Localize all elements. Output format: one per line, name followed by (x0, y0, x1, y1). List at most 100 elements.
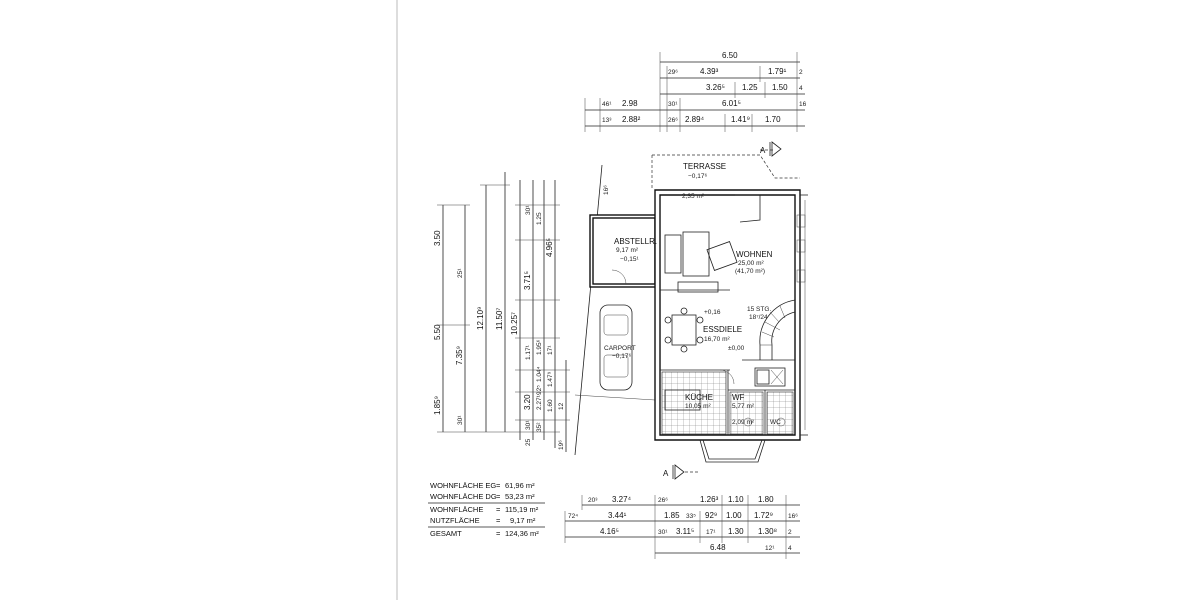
dim-left-c7-e: 1.25 (536, 212, 543, 225)
dim-left-c6-e: 30¹ (525, 205, 532, 215)
dim-left-c5: 10.25⁷ (510, 312, 519, 335)
dim-top-r5-d: 2.89⁴ (685, 115, 705, 124)
room-wf-area: 5,77 m² (732, 403, 755, 410)
room-wohnen-area: 25,00 m² (738, 260, 764, 267)
room-carport-level: −0,17⁶ (612, 353, 631, 360)
room-labels: TERRASSE −0,17⁶ 2,35 m² ABSTELLR. 9,17 m… (604, 162, 781, 426)
dim-bot-r2-e: 92⁹ (705, 511, 717, 520)
dim-bot-r3-d: 17¹ (706, 529, 716, 536)
room-wohnen-area2: (41,70 m²) (735, 268, 765, 275)
dim-left-c7-b: 2.27¹ (536, 394, 543, 410)
dim-top-r3-b: 1.25 (742, 83, 758, 92)
legend-row-3-eq: = (496, 516, 501, 525)
dim-bot-r1-b: 3.27⁴ (612, 495, 632, 504)
section-mark-top-label: A (760, 146, 766, 155)
dim-left-c1-a: 1.85⁹ (433, 396, 442, 415)
room-carport-name: CARPORT (604, 345, 636, 352)
legend-row-2-label: WOHNFLÄCHE (430, 505, 483, 514)
section-mark-bottom: A (663, 464, 700, 480)
room-terrasse-name: TERRASSE (683, 162, 726, 171)
dim-bot-r1-d: 1.26³ (700, 495, 719, 504)
dim-bot-r3-e: 1.30 (728, 527, 744, 536)
legend-row-1-eq: = (496, 492, 501, 501)
dim-top-r2-d: 2 (799, 69, 803, 76)
room-abstell-area: 9,17 m² (616, 247, 639, 254)
furniture (599, 214, 806, 435)
legend-row-3-value: 9,17 m² (510, 516, 536, 525)
section-mark-top: A (760, 141, 782, 157)
dim-top-r5-b: 2.88² (622, 115, 641, 124)
legend-row-4-value: 124,36 m² (505, 529, 539, 538)
dim-bot-r2-b: 3.44¹ (608, 511, 627, 520)
stair-ratio-label: 18⁷/24 (749, 314, 768, 321)
dim-bot-r2-h: 16⁶ (788, 513, 798, 520)
room-kueche-name: KÜCHE (685, 393, 713, 402)
room-wc-name: WC (770, 419, 781, 426)
dim-top-r2-c: 1.79¹ (768, 67, 787, 76)
room-abstell-level: −0,15¹ (620, 256, 639, 263)
legend-row-4-eq: = (496, 529, 501, 538)
dim-left-c3: 12.10⁹ (476, 307, 485, 330)
room-wf-name: WF (732, 393, 745, 402)
dim-left-c1-c: 3.50 (433, 230, 442, 246)
legend-row-0-value: 61,96 m² (505, 481, 535, 490)
dim-bot-r3-g: 2 (788, 529, 792, 536)
dim-top-r2-b: 4.39³ (700, 67, 719, 76)
dim-bot-r1-c: 26⁶ (658, 497, 668, 504)
dim-top-r4-c: 30¹ (668, 101, 678, 108)
dim-bot-r2-a: 72⁴ (568, 513, 578, 520)
area-summary-table: WOHNFLÄCHE EG = 61,96 m² WOHNFLÄCHE DG =… (428, 481, 545, 538)
dim-left-c6-c: 1.17¹ (525, 344, 532, 360)
legend-row-3-label: NUTZFLÄCHE (430, 516, 480, 525)
dim-top-r4-b: 2.98 (622, 99, 638, 108)
legend-row-2-eq: = (496, 505, 501, 514)
dim-top-r4-d: 6.01⁵ (722, 99, 741, 108)
dim-top-r2-a: 29⁶ (668, 69, 678, 76)
dim-bot-r1-f: 1.80 (758, 495, 774, 504)
dim-top-r5-a: 13³ (602, 117, 612, 124)
room-kueche-area: 10,05 m² (685, 403, 711, 410)
dim-bot-r3-f: 1.30⁸ (758, 527, 777, 536)
dim-top-r3-d: 4 (799, 85, 803, 92)
legend-row-2-value: 115,19 m² (505, 505, 539, 514)
left-dimension-chains: 1.85⁹ 5.50 3.50 30¹ 7.35⁹ 25¹ 12.10⁹ 11.… (433, 172, 610, 452)
dim-bot-r2-c: 1.85 (664, 511, 680, 520)
section-mark-bottom-label: A (663, 469, 669, 478)
dim-bot-r2-d: 33⁵ (686, 513, 696, 520)
dim-left-c7-a: 35² (536, 422, 543, 432)
dim-top-total: 6.50 (722, 51, 738, 60)
dim-top-r4-e: 16 (799, 101, 807, 108)
dim-left-small-c: 17¹ (547, 345, 554, 355)
dim-bot-r3-c: 3.11⁵ (676, 527, 694, 536)
legend-row-0-eq: = (496, 481, 501, 490)
room-essdiele-area: 16,70 m² (704, 336, 730, 343)
level-016-label: +0,16 (704, 309, 721, 316)
dim-left-c9-a: 19⁶ (558, 440, 565, 450)
room-abstell-name: ABSTELLR. (614, 237, 657, 246)
stair-steps-label: 15 STG. (747, 306, 771, 313)
dim-left-c8-a: 1.60 (547, 399, 554, 412)
bottom-dimension-chains: 20³ 3.27⁴ 26⁶ 1.26³ 1.10 1.80 72⁴ 3.44¹ … (564, 495, 800, 559)
dim-top-r5-e: 1.41⁹ (731, 115, 750, 124)
dim-bot-r4-b: 12¹ (765, 545, 775, 552)
dim-bot-r4-a: 6.48 (710, 543, 726, 552)
room-wc-area: 2,09 m² (732, 419, 755, 426)
legend-row-1-label: WOHNFLÄCHE DG (430, 492, 497, 501)
dim-bot-r1-a: 20³ (588, 497, 598, 504)
dim-bot-r2-g: 1.72⁹ (754, 511, 773, 520)
dim-bot-r3-a: 4.16⁵ (600, 527, 619, 536)
dim-left-c7-c: 1.04⁴ (536, 366, 543, 382)
dim-left-c9-b: 12 (558, 402, 565, 410)
small-area-label: 2,35 m² (682, 193, 705, 200)
room-essdiele-level: ±0,00 (728, 345, 745, 352)
dim-top-r4-a: 46¹ (602, 101, 612, 108)
legend-row-1-value: 53,23 m² (505, 492, 535, 501)
dim-top-r5-f: 1.70 (765, 115, 781, 124)
room-wohnen-name: WOHNEN (736, 250, 773, 259)
dim-left-c4: 11.50⁷ (495, 308, 504, 330)
dim-left-c6-b: 3.20 (523, 394, 532, 410)
dim-top-r3-a: 3.26⁵ (706, 83, 725, 92)
dim-left-c8-c: 4.96⁵ (545, 238, 554, 257)
dim-left-c6-d: 3.71⁵ (523, 271, 532, 290)
